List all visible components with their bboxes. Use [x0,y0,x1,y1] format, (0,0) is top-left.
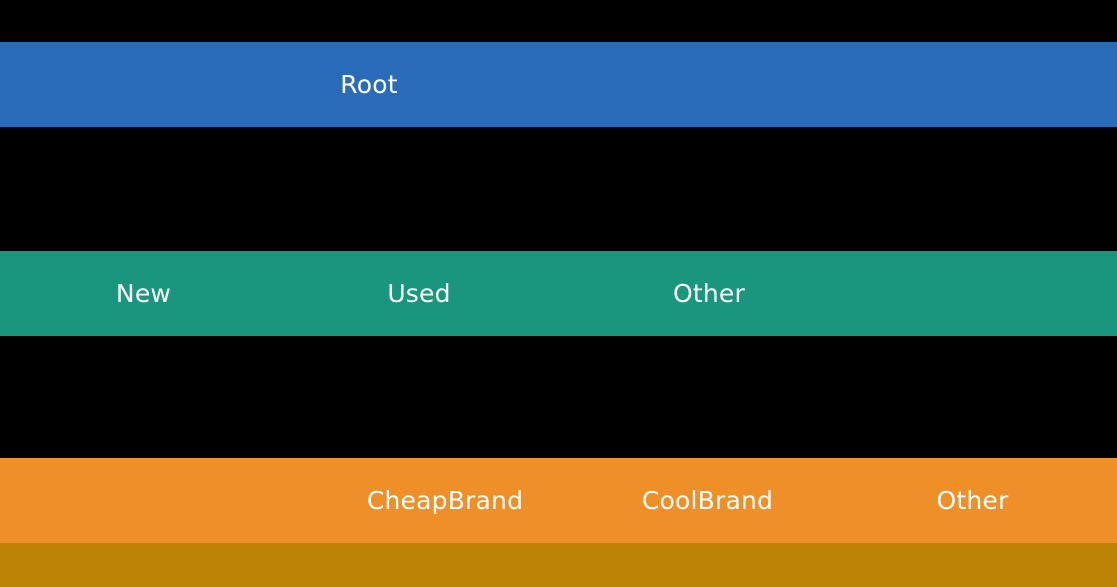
icicle-node-other[interactable]: Other [868,458,1077,543]
icicle-node-label: Other [673,279,745,308]
icicle-node-condition-4[interactable] [520,251,608,336]
icicle-node-brand-6[interactable] [1077,458,1117,543]
icicle-node-condition-2[interactable] [245,251,318,336]
icicle-node-brand-4[interactable] [808,458,868,543]
icicle-node-label: CheapBrand [366,486,524,515]
icicle-node-label: Root [340,70,398,99]
icicle-node-condition-0[interactable] [0,251,42,336]
icicle-node-label: Used [387,279,451,308]
icicle-node-label: Other [936,486,1009,515]
chart-level-leaf [0,543,1117,587]
icicle-node-coolbrand[interactable]: CoolBrand [607,458,808,543]
chart-level-root: Root [0,42,1117,127]
icicle-node-brand-2[interactable] [545,458,607,543]
icicle-node-root[interactable]: Root [318,42,420,127]
icicle-node-used[interactable]: Used [318,251,520,336]
icicle-node-root-0[interactable] [0,42,318,127]
icicle-node-condition-6[interactable] [810,251,1117,336]
icicle-node-new[interactable]: New [42,251,245,336]
icicle-node-root-3[interactable] [520,42,1117,127]
chart-level-condition: New Used Other [0,251,1117,336]
icicle-node-brand-0[interactable] [0,458,345,543]
icicle-node-other[interactable]: Other [608,251,810,336]
icicle-node-leaf-0[interactable] [0,543,1117,587]
icicle-node-cheapbrand[interactable]: CheapBrand [345,458,545,543]
chart-level-brand: CheapBrand CoolBrand Other [0,458,1117,543]
icicle-node-label: CoolBrand [641,486,774,515]
icicle-node-label: New [115,279,172,308]
icicle-node-root-2[interactable] [420,42,520,127]
